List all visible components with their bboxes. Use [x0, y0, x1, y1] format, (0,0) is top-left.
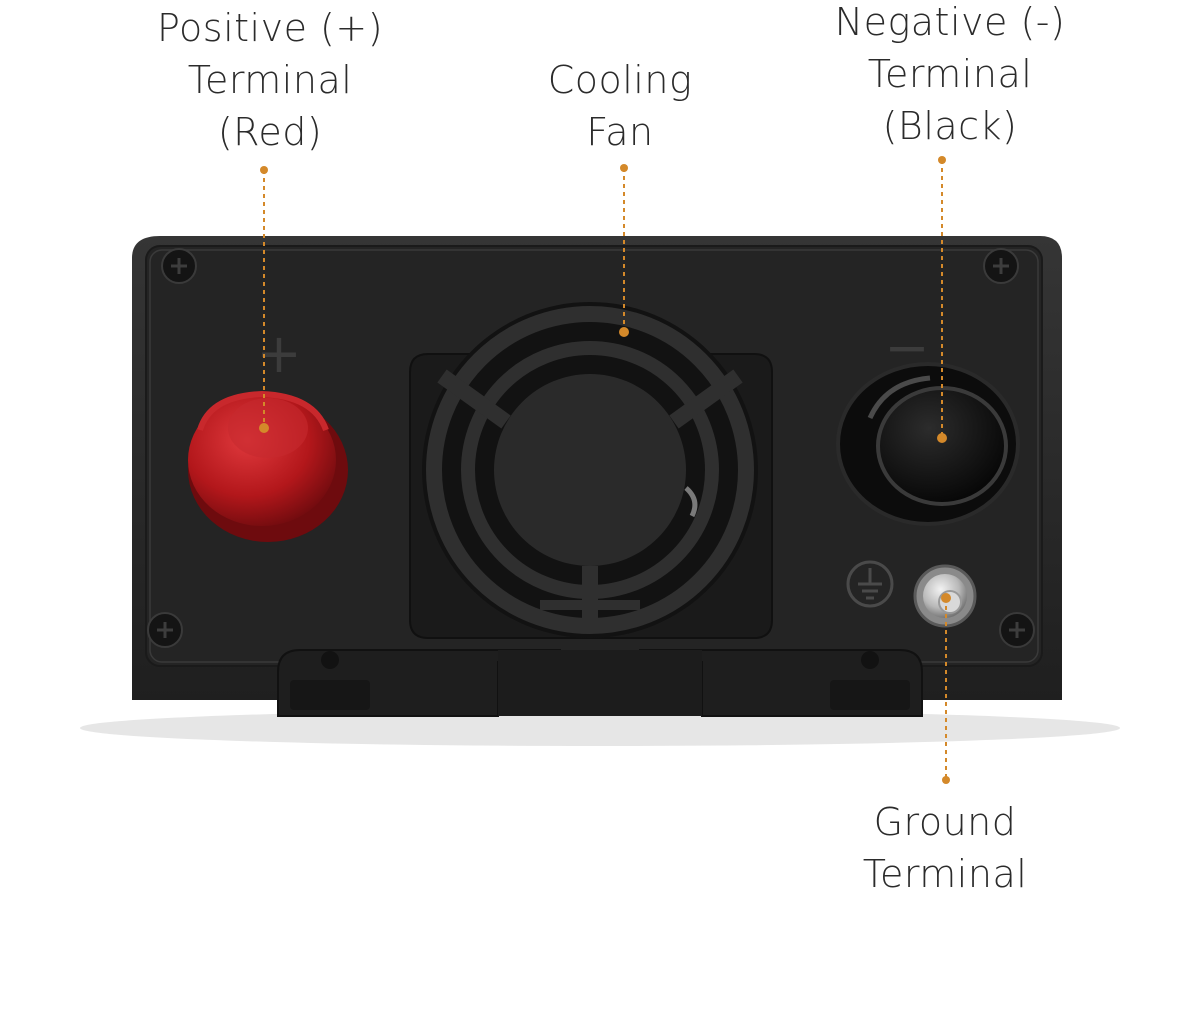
- label-line: (Black): [882, 104, 1018, 148]
- label-ground-terminal: Ground Terminal: [830, 796, 1060, 900]
- fan-icon: [409, 302, 773, 639]
- floor-shadow: [80, 710, 1120, 746]
- label-line: (Red): [217, 110, 323, 154]
- leader-positive: [259, 166, 269, 433]
- screw-icon: [983, 248, 1019, 284]
- leader-ground: [941, 593, 951, 784]
- foot-center: [498, 650, 702, 716]
- label-positive-terminal: Positive (+) Terminal (Red): [150, 2, 390, 158]
- label-line: Cooling: [547, 58, 693, 102]
- foot-slot-right: [830, 680, 910, 710]
- label-line: Terminal: [862, 852, 1028, 896]
- label-line: Terminal: [187, 58, 353, 102]
- screw-icon: [161, 248, 197, 284]
- ground-symbol-icon: [846, 560, 894, 608]
- foot-slot-left: [290, 680, 370, 710]
- label-line: Negative (-): [834, 0, 1066, 44]
- label-cooling-fan: Cooling Fan: [520, 54, 720, 158]
- leader-lines: [259, 156, 951, 784]
- screw-icon: [999, 612, 1035, 648]
- negative-terminal[interactable]: [836, 362, 1020, 526]
- leader-fan: [619, 164, 629, 337]
- label-line: Positive (+): [156, 6, 384, 50]
- leader-negative: [937, 156, 947, 443]
- label-line: Ground: [873, 800, 1017, 844]
- label-line: Fan: [586, 110, 654, 154]
- screw-icon: [147, 612, 183, 648]
- foot-hole-right: [861, 651, 879, 669]
- label-negative-terminal: Negative (-) Terminal (Black): [800, 0, 1100, 152]
- label-line: Terminal: [867, 52, 1033, 96]
- positive-terminal[interactable]: [188, 390, 348, 542]
- foot-hole-left: [321, 651, 339, 669]
